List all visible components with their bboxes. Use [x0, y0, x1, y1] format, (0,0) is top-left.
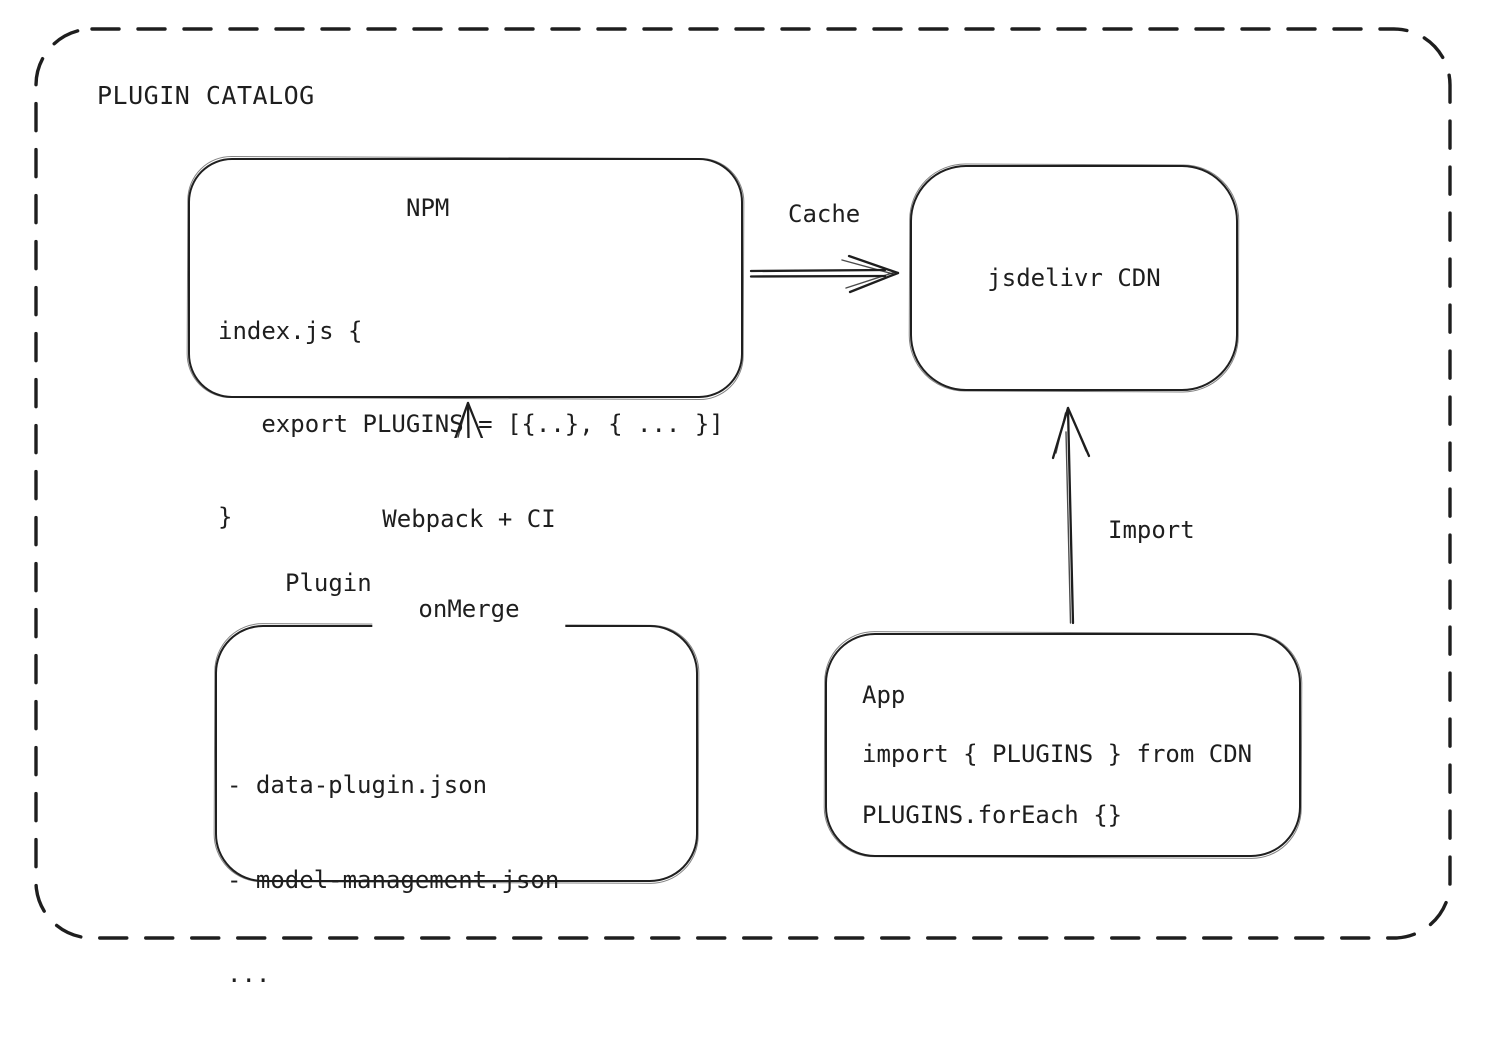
npm-code-line: index.js {: [218, 317, 363, 345]
cache-arrow-label: Cache: [788, 200, 861, 228]
repo-file-list: - data-plugin.json - model-management.js…: [227, 707, 559, 1054]
cdn-node: jsdelivr CDN: [910, 165, 1238, 391]
plugin-catalog-diagram: PLUGIN CATALOG NPM index.js { export PLU…: [0, 0, 1506, 1002]
build-arrow-label: Webpack + CI onMerge: [372, 438, 566, 690]
import-arrow-label: Import: [1108, 516, 1195, 544]
repo-file-item: - data-plugin.json: [227, 771, 488, 799]
repo-file-item: ...: [227, 960, 271, 988]
catalog-boundary: [34, 27, 1452, 940]
repo-file-item: - model-management.json: [227, 865, 560, 894]
app-node: App import { PLUGINS } from CDN PLUGINS.…: [825, 633, 1301, 857]
app-node-title: App: [862, 681, 906, 709]
app-code-line: import { PLUGINS } from CDN: [862, 740, 1253, 768]
npm-code-line: }: [218, 503, 233, 531]
npm-code-line: export PLUGINS = [{..}, { ... }]: [218, 410, 724, 438]
cdn-node-label: jsdelivr CDN: [987, 264, 1161, 292]
npm-node: NPM index.js { export PLUGINS = [{..}, {…: [188, 158, 743, 531]
catalog-title: PLUGIN CATALOG: [97, 81, 315, 110]
npm-node-title: NPM: [406, 194, 450, 222]
npm-code-block: index.js { export PLUGINS = [{..}, { ...…: [218, 254, 724, 595]
app-code-line: PLUGINS.forEach {}: [862, 801, 1123, 829]
import-arrow: [1051, 406, 1091, 625]
cache-arrow: [749, 254, 900, 294]
build-arrow-label-line: Webpack + CI: [382, 505, 556, 533]
diagram-strokes: [34, 27, 1452, 940]
build-arrow-label-line: onMerge: [418, 595, 520, 623]
